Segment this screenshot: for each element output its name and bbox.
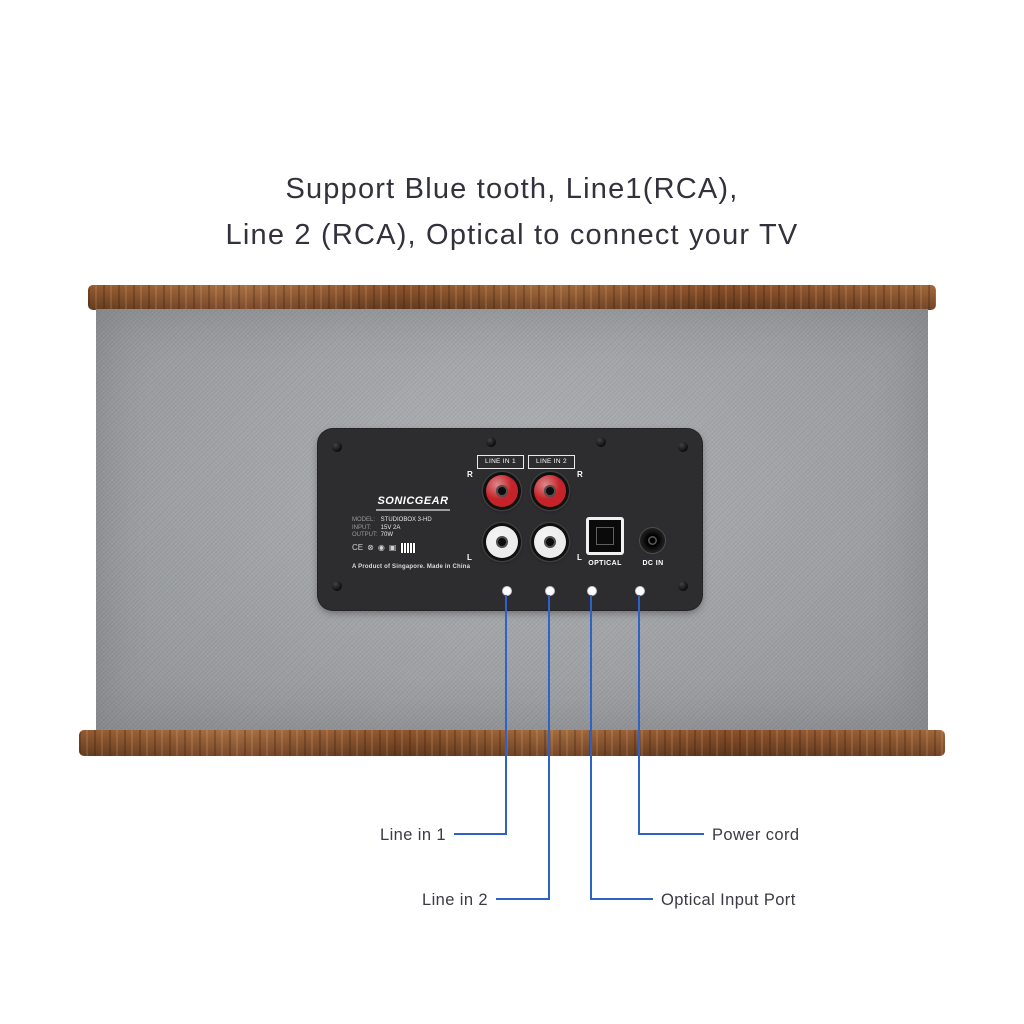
callout-line-line-in-2 bbox=[496, 898, 550, 900]
right-channel-label: R bbox=[467, 470, 473, 479]
connection-panel: LINE IN 1 LINE IN 2 R R L L SONICGEAR MO… bbox=[318, 429, 702, 610]
optical-port bbox=[586, 517, 624, 555]
spec-value: STUDIOBOX 3-HD bbox=[380, 517, 432, 523]
callout-label-line-in-1: Line in 1 bbox=[380, 826, 446, 844]
callout-label-line-in-2: Line in 2 bbox=[422, 891, 488, 909]
callout-anchor-line-in-2 bbox=[546, 587, 554, 595]
line-in-2-label: LINE IN 2 bbox=[528, 455, 575, 469]
left-channel-label: L bbox=[577, 553, 582, 562]
callout-anchor-optical bbox=[588, 587, 596, 595]
screw-icon bbox=[486, 437, 496, 447]
heading-line-2: Line 2 (RCA), Optical to connect your TV bbox=[225, 219, 799, 251]
dc-in-label: DC IN bbox=[642, 560, 664, 567]
line-in-1-label: LINE IN 1 bbox=[477, 455, 524, 469]
barcode-icon bbox=[400, 543, 417, 553]
callout-line-line-in-1 bbox=[505, 595, 507, 835]
optical-port-label: OPTICAL bbox=[588, 560, 622, 567]
spec-label: OUTPUT: bbox=[352, 532, 378, 538]
left-channel-label: L bbox=[467, 553, 472, 562]
callout-line-optical bbox=[590, 898, 653, 900]
line-in-1-left-rca-jack bbox=[483, 523, 521, 561]
spec-value: 70W bbox=[380, 532, 394, 538]
certification-icons: CE ⊗ ◉ ▣ bbox=[352, 543, 417, 553]
heading: Support Blue tooth, Line1(RCA), Line 2 (… bbox=[0, 166, 1024, 258]
callout-anchor-power bbox=[636, 587, 644, 595]
spec-row-model: MODEL: STUDIOBOX 3-HD bbox=[352, 517, 432, 525]
spec-row-output: OUTPUT: 70W bbox=[352, 532, 432, 540]
callout-line-line-in-1 bbox=[454, 833, 507, 835]
screw-icon bbox=[596, 437, 606, 447]
rohs-icon: ▣ bbox=[388, 543, 397, 552]
spec-label: INPUT: bbox=[352, 524, 372, 531]
origin-text: A Product of Singapore. Made in China bbox=[352, 564, 471, 570]
brand-logo: SONICGEAR bbox=[377, 495, 449, 507]
speaker-top-wood-trim bbox=[88, 285, 936, 310]
screw-icon bbox=[678, 442, 688, 452]
callout-label-power: Power cord bbox=[712, 826, 800, 844]
screw-icon bbox=[332, 442, 342, 452]
line-in-2-right-rca-jack bbox=[531, 472, 569, 510]
spec-row-input: INPUT: 15V 2A bbox=[352, 525, 432, 533]
callout-line-line-in-2 bbox=[548, 595, 550, 900]
screw-icon bbox=[332, 581, 342, 591]
ce-mark-icon: CE bbox=[352, 543, 364, 552]
brand-tagline-strip bbox=[376, 509, 450, 511]
heading-line-1: Support Blue tooth, Line1(RCA), bbox=[285, 173, 739, 205]
callout-line-power bbox=[638, 595, 640, 835]
callout-label-optical: Optical Input Port bbox=[661, 891, 796, 909]
speaker-bottom-wood-trim bbox=[79, 730, 945, 756]
spec-value: 15V 2A bbox=[380, 524, 401, 531]
weee-bin-icon: ⊗ bbox=[367, 543, 374, 552]
screw-icon bbox=[678, 581, 688, 591]
dc-in-port bbox=[640, 528, 665, 553]
line-in-1-right-rca-jack bbox=[483, 472, 521, 510]
spec-label: MODEL: bbox=[352, 517, 376, 523]
line-in-2-left-rca-jack bbox=[531, 523, 569, 561]
callout-line-optical bbox=[590, 595, 592, 900]
callout-anchor-line-in-1 bbox=[503, 587, 511, 595]
recycle-icon: ◉ bbox=[377, 543, 385, 552]
callout-line-power bbox=[638, 833, 704, 835]
spec-table: MODEL: STUDIOBOX 3-HD INPUT: 15V 2A OUTP… bbox=[352, 517, 432, 540]
right-channel-label: R bbox=[577, 470, 583, 479]
